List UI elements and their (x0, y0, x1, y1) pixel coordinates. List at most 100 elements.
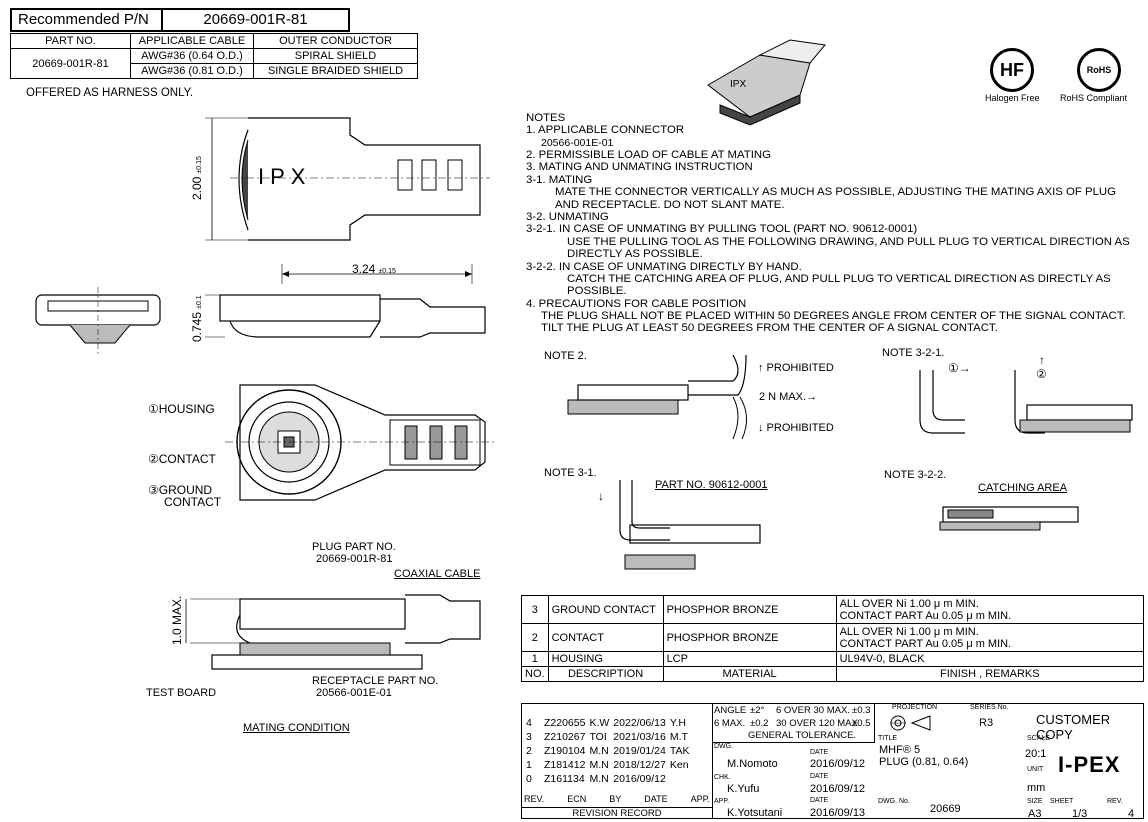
tolerance-block: ANGLE ±2° 6 OVER 30 MAX. ±0.3 6 MAX. ±0.… (712, 704, 875, 743)
material-mat: LCP (662, 651, 837, 667)
series-value: R3 (979, 717, 994, 729)
material-table: 3 GROUND CONTACT PHOSPHOR BRONZE ALL OVE… (521, 595, 1145, 682)
note-line: 3-2-2. IN CASE OF UNMATING DIRECTLY BY H… (526, 261, 802, 273)
note-line: 3. MATING AND UNMATING INSTRUCTION (526, 161, 753, 173)
note-line: DIRECTLY AS POSSIBLE. (567, 248, 703, 260)
note-line: THE PLUG SHALL NOT BE PLACED WITHIN 50 D… (541, 310, 1126, 322)
scale-label: SCALE (1027, 735, 1050, 742)
note-line: 3-1. MATING (526, 174, 593, 186)
by-cell: M.N (589, 745, 609, 757)
step1-label: ①→ (948, 361, 971, 375)
dim-0745: 0.745 ±0.1 (190, 295, 204, 342)
rohs-badge: RoHS (1077, 48, 1121, 92)
app-header: APP. (690, 794, 710, 804)
chk-date-label: DATE (810, 773, 829, 780)
note-line: 20566-001E-01 (541, 137, 614, 149)
material-no: 2 (521, 623, 549, 652)
unit-value: mm (1027, 782, 1046, 794)
rev-cell: 1 (526, 759, 532, 771)
material-desc: CONTACT (547, 623, 664, 652)
material-no: 1 (521, 651, 549, 667)
note-line: 4. PRECAUTIONS FOR CABLE POSITION (526, 298, 747, 310)
callout-contact: ②CONTACT (148, 452, 216, 466)
part-no-header: PART NO. (10, 33, 131, 49)
test-board-label: TEST BOARD (146, 687, 217, 699)
rev-label: REV. (1107, 798, 1123, 805)
callout-ground-contact: CONTACT (164, 495, 222, 509)
finish-line: CONTACT PART Au 0.05 μ m MIN. (839, 609, 1012, 622)
date-cell: 2019/01/24 (613, 745, 666, 757)
prohibited-down: ↓ PROHIBITED (758, 422, 834, 434)
material-finish: ALL OVER Ni 1.00 μ m MIN. CONTACT PART A… (835, 623, 1145, 652)
note-line: TILT THE PLUG AT LEAST 50 DEGREES FROM T… (541, 322, 998, 334)
part-no-cell: 20669-001R-81 (10, 48, 131, 79)
finish-line: ALL OVER Ni 1.00 μ m MIN. (839, 597, 979, 610)
coaxial-cable-label: COAXIAL CABLE (394, 568, 481, 580)
dim-10: 1.0 MAX. (170, 595, 184, 645)
note-line: 3-2. UNMATING (526, 211, 609, 223)
down-arrow: ↓ (598, 489, 604, 503)
cable-header: APPLICABLE CABLE (130, 33, 254, 49)
plug-part-no: 20669-001R-81 (316, 553, 393, 565)
date-cell: 2018/12/27 (613, 759, 666, 771)
projection-symbol (890, 715, 931, 731)
dwg-date-label: DATE (810, 749, 829, 756)
note322-figure (939, 506, 1079, 531)
dim-200-value: 2.00 (190, 176, 204, 200)
material-desc-header: DESCRIPTION (547, 666, 664, 682)
chk-name: K.Yufu (727, 783, 760, 795)
chk-label: CHK. (714, 774, 731, 781)
mating-condition-title: MATING CONDITION (243, 722, 350, 734)
rev-cell: 2 (526, 745, 532, 757)
recommended-value: 20669-001R-81 (203, 11, 308, 28)
note31-figure (619, 480, 761, 570)
by-cell: M.N (589, 759, 609, 771)
note-line: NOTES (526, 112, 566, 124)
app-cell: TAK (669, 745, 690, 757)
halogen-free-label: Halogen Free (985, 93, 1040, 103)
app-cell: Ken (669, 759, 689, 771)
rev-header: REV. (524, 794, 545, 804)
brand-logo: I-PEX (1058, 752, 1121, 777)
dwg-no-label: DWG. No. (878, 798, 910, 805)
tol-6-30: 6 OVER 30 MAX. (776, 705, 850, 716)
callout-ground: ③GROUND (148, 483, 213, 497)
by-header: BY (609, 794, 622, 804)
ecn-cell: Z181412 (544, 759, 586, 771)
callout-housing: ①HOUSING (148, 402, 215, 416)
note321-label: NOTE 3-2-1. (882, 347, 945, 359)
material-mat-header: MATERIAL (662, 666, 837, 682)
material-mat: PHOSPHOR BRONZE (662, 623, 837, 652)
part-table: PART NO. APPLICABLE CABLE OUTER CONDUCTO… (10, 33, 418, 79)
conductor-cell: SPIRAL SHIELD (253, 48, 418, 64)
recommended-label: Recommended P/N (12, 10, 163, 30)
plug-top-view (205, 117, 490, 241)
rev-cell: 4 (526, 717, 532, 729)
finish-line: CONTACT PART Au 0.05 μ m MIN. (839, 637, 1012, 650)
note-line: MATE THE CONNECTOR VERTICALLY AS MUCH AS… (555, 186, 1117, 198)
rev-value: 4 (1128, 808, 1135, 820)
rohs-label: RoHS Compliant (1060, 93, 1128, 103)
tool-part-label: PART NO. 90612-0001 (655, 479, 768, 491)
size-label: SIZE (1027, 798, 1043, 805)
note2-figure (567, 354, 747, 440)
cable-cell: AWG#36 (0.81 O.D.) (130, 63, 254, 79)
receptacle-no: 20566-001E-01 (316, 687, 392, 699)
general-tolerance: GENERAL TOLERANCE. (748, 730, 857, 741)
note2-label: NOTE 2. (544, 350, 587, 362)
offered-text: OFFERED AS HARNESS ONLY. (26, 87, 194, 99)
material-no-header: NO. (521, 666, 549, 682)
plug-part-label: PLUG PART NO. (312, 541, 396, 553)
title-line-1: MHF® 5 (879, 744, 921, 756)
tol-02: ±0.2 (750, 718, 769, 729)
step2-label: ② (1036, 367, 1047, 381)
dwg-label: DWG. (714, 743, 734, 750)
plug-bottom-view (225, 384, 495, 501)
date-cell: 2016/09/12 (613, 773, 666, 785)
ecn-cell: Z220655 (544, 717, 586, 729)
sheet-value: 1/3 (1072, 808, 1088, 820)
material-desc: GROUND CONTACT (547, 595, 664, 624)
